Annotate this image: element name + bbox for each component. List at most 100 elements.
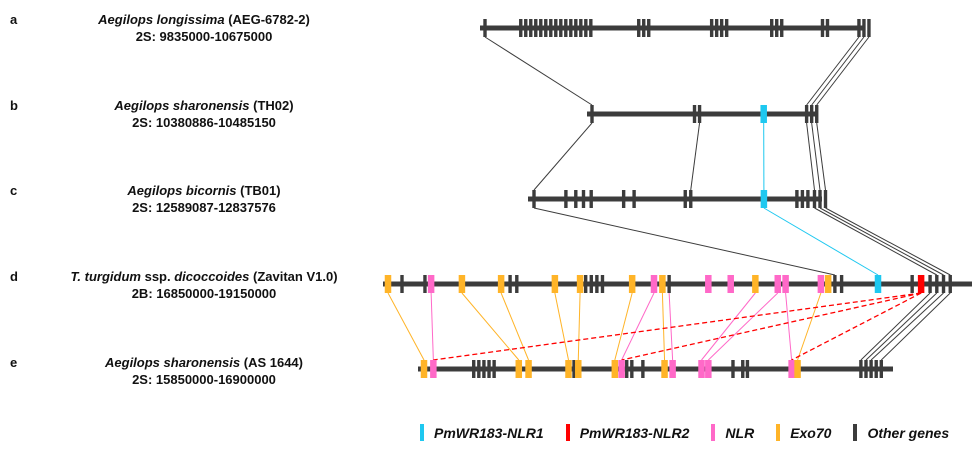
synteny-link-other	[814, 207, 938, 276]
legend-label: PmWR183-NLR1	[434, 424, 544, 441]
gene-other	[400, 275, 404, 293]
track-d	[383, 275, 972, 293]
panel-letter: d	[10, 269, 18, 284]
gene-exo70	[575, 360, 582, 378]
gene-other	[719, 19, 724, 37]
gene-exo70	[497, 275, 505, 293]
legend-swatch-nlr1	[420, 424, 424, 441]
gene-other	[709, 19, 714, 37]
gene-other	[534, 19, 538, 37]
gene-exo70	[576, 275, 584, 293]
gene-other	[804, 105, 809, 123]
gene-other	[862, 19, 866, 37]
gene-other	[647, 19, 651, 37]
species-name: Aegilops sharonensis (AS 1644)	[105, 355, 303, 370]
chromosome-backbone	[587, 111, 818, 117]
gene-other	[508, 275, 512, 293]
gene-exo70	[752, 275, 759, 293]
track-e	[418, 360, 893, 378]
synteny-link-nlr2	[621, 292, 922, 361]
gene-other	[812, 190, 817, 208]
gene-nlr1	[760, 105, 767, 123]
gene-nlr	[669, 360, 676, 378]
gene-other	[823, 190, 828, 208]
gene-other	[559, 19, 563, 37]
legend-swatch-nlr2	[565, 424, 570, 441]
synteny-link-exo70	[661, 292, 666, 361]
gene-other	[935, 275, 939, 293]
gene-exo70	[824, 275, 832, 293]
gene-nlr	[650, 275, 658, 293]
synteny-link-other	[690, 122, 701, 191]
gene-other	[569, 19, 573, 37]
chromosome-backbone	[528, 196, 822, 202]
species-name: Aegilops longissima (AEG-6782-2)	[98, 12, 310, 27]
track-a	[480, 19, 871, 37]
gene-other	[590, 105, 594, 123]
gene-other	[589, 190, 593, 208]
gene-other	[731, 360, 735, 378]
gene-other	[864, 360, 868, 378]
legend-label: Exo70	[790, 424, 832, 441]
gene-other	[775, 19, 779, 37]
chromosome-coordinates: 2S: 15850000-16900000	[132, 372, 276, 387]
gene-exo70	[515, 360, 523, 378]
gene-other	[482, 360, 486, 378]
legend-item-other: Other genes	[853, 424, 949, 441]
gene-other	[532, 190, 536, 208]
chromosome-backbone	[480, 25, 865, 31]
gene-other	[492, 360, 496, 378]
gene-other	[692, 105, 697, 123]
gene-other	[770, 19, 774, 37]
gene-other	[515, 275, 519, 293]
gene-other	[539, 19, 543, 37]
gene-other	[642, 19, 646, 37]
gene-other	[529, 19, 533, 37]
gene-other	[667, 275, 671, 293]
chromosome-backbone	[383, 281, 972, 287]
legend-item-nlr1: PmWR183-NLR1	[420, 424, 544, 441]
gene-exo70	[661, 360, 668, 378]
gene-other	[818, 190, 822, 208]
synteny-link-other	[819, 207, 944, 276]
synteny-link-nlr	[701, 292, 756, 361]
synteny-link-other	[533, 207, 835, 276]
gene-other	[477, 360, 481, 378]
synteny-link-exo70	[577, 292, 581, 361]
gene-exo70	[659, 275, 666, 293]
legend-item-nlr2: PmWR183-NLR2	[565, 424, 689, 441]
panel-letter: a	[10, 12, 18, 27]
gene-nlr	[782, 275, 789, 293]
gene-nlr	[427, 275, 435, 293]
synteny-link-other	[533, 122, 593, 191]
synteny-link-nlr1	[763, 207, 879, 276]
synteny-link-other	[806, 122, 815, 191]
gene-other	[589, 19, 593, 37]
gene-exo70	[384, 275, 392, 293]
gene-other	[581, 190, 586, 208]
gene-other	[820, 19, 825, 37]
gene-other	[806, 190, 810, 208]
synteny-link-nlr	[621, 292, 655, 361]
chromosome-backbone	[418, 366, 893, 372]
gene-other	[714, 19, 719, 37]
gene-other	[519, 19, 523, 37]
gene-other	[948, 275, 952, 293]
legend-item-exo70: Exo70	[776, 424, 831, 441]
gene-other	[564, 190, 568, 208]
gene-other	[487, 360, 491, 378]
gene-other	[632, 190, 636, 208]
gene-nlr	[788, 360, 795, 378]
synteny-link-other	[811, 122, 821, 191]
synteny-link-exo70	[500, 292, 530, 361]
gene-other	[795, 190, 799, 208]
legend-swatch-exo70	[776, 424, 781, 441]
chromosome-coordinates: 2S: 10380886-10485150	[132, 115, 276, 130]
gene-other	[544, 19, 548, 37]
synteny-link-other	[816, 36, 870, 106]
gene-other	[867, 19, 871, 37]
synteny-link-other	[825, 207, 951, 276]
gene-other	[621, 190, 626, 208]
gene-exo70	[611, 360, 619, 378]
synteny-link-nlr	[668, 292, 674, 361]
